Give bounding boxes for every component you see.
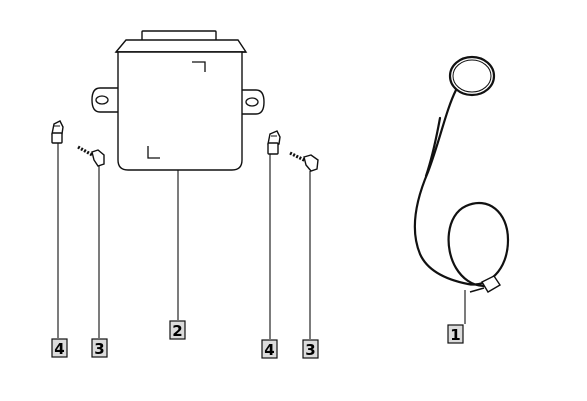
mounting-clip-icon — [51, 120, 64, 144]
callout-4-right: 4 — [261, 339, 278, 359]
callout-label: 2 — [172, 322, 182, 340]
callout-label: 3 — [305, 341, 315, 359]
callout-1: 1 — [447, 324, 464, 344]
callout-3-right: 3 — [302, 339, 319, 359]
mounting-clip-icon — [267, 130, 281, 155]
control-module-icon — [91, 30, 265, 171]
screw-icon — [289, 151, 319, 172]
callout-label: 1 — [450, 326, 460, 344]
callout-4-left: 4 — [51, 338, 68, 358]
callout-label: 4 — [54, 340, 64, 358]
callout-label: 3 — [94, 340, 104, 358]
callout-2: 2 — [169, 320, 186, 340]
coil-antenna-wire-icon — [413, 55, 510, 293]
callout-3-left: 3 — [91, 338, 108, 358]
screw-icon — [77, 145, 105, 167]
callout-label: 4 — [264, 341, 274, 359]
